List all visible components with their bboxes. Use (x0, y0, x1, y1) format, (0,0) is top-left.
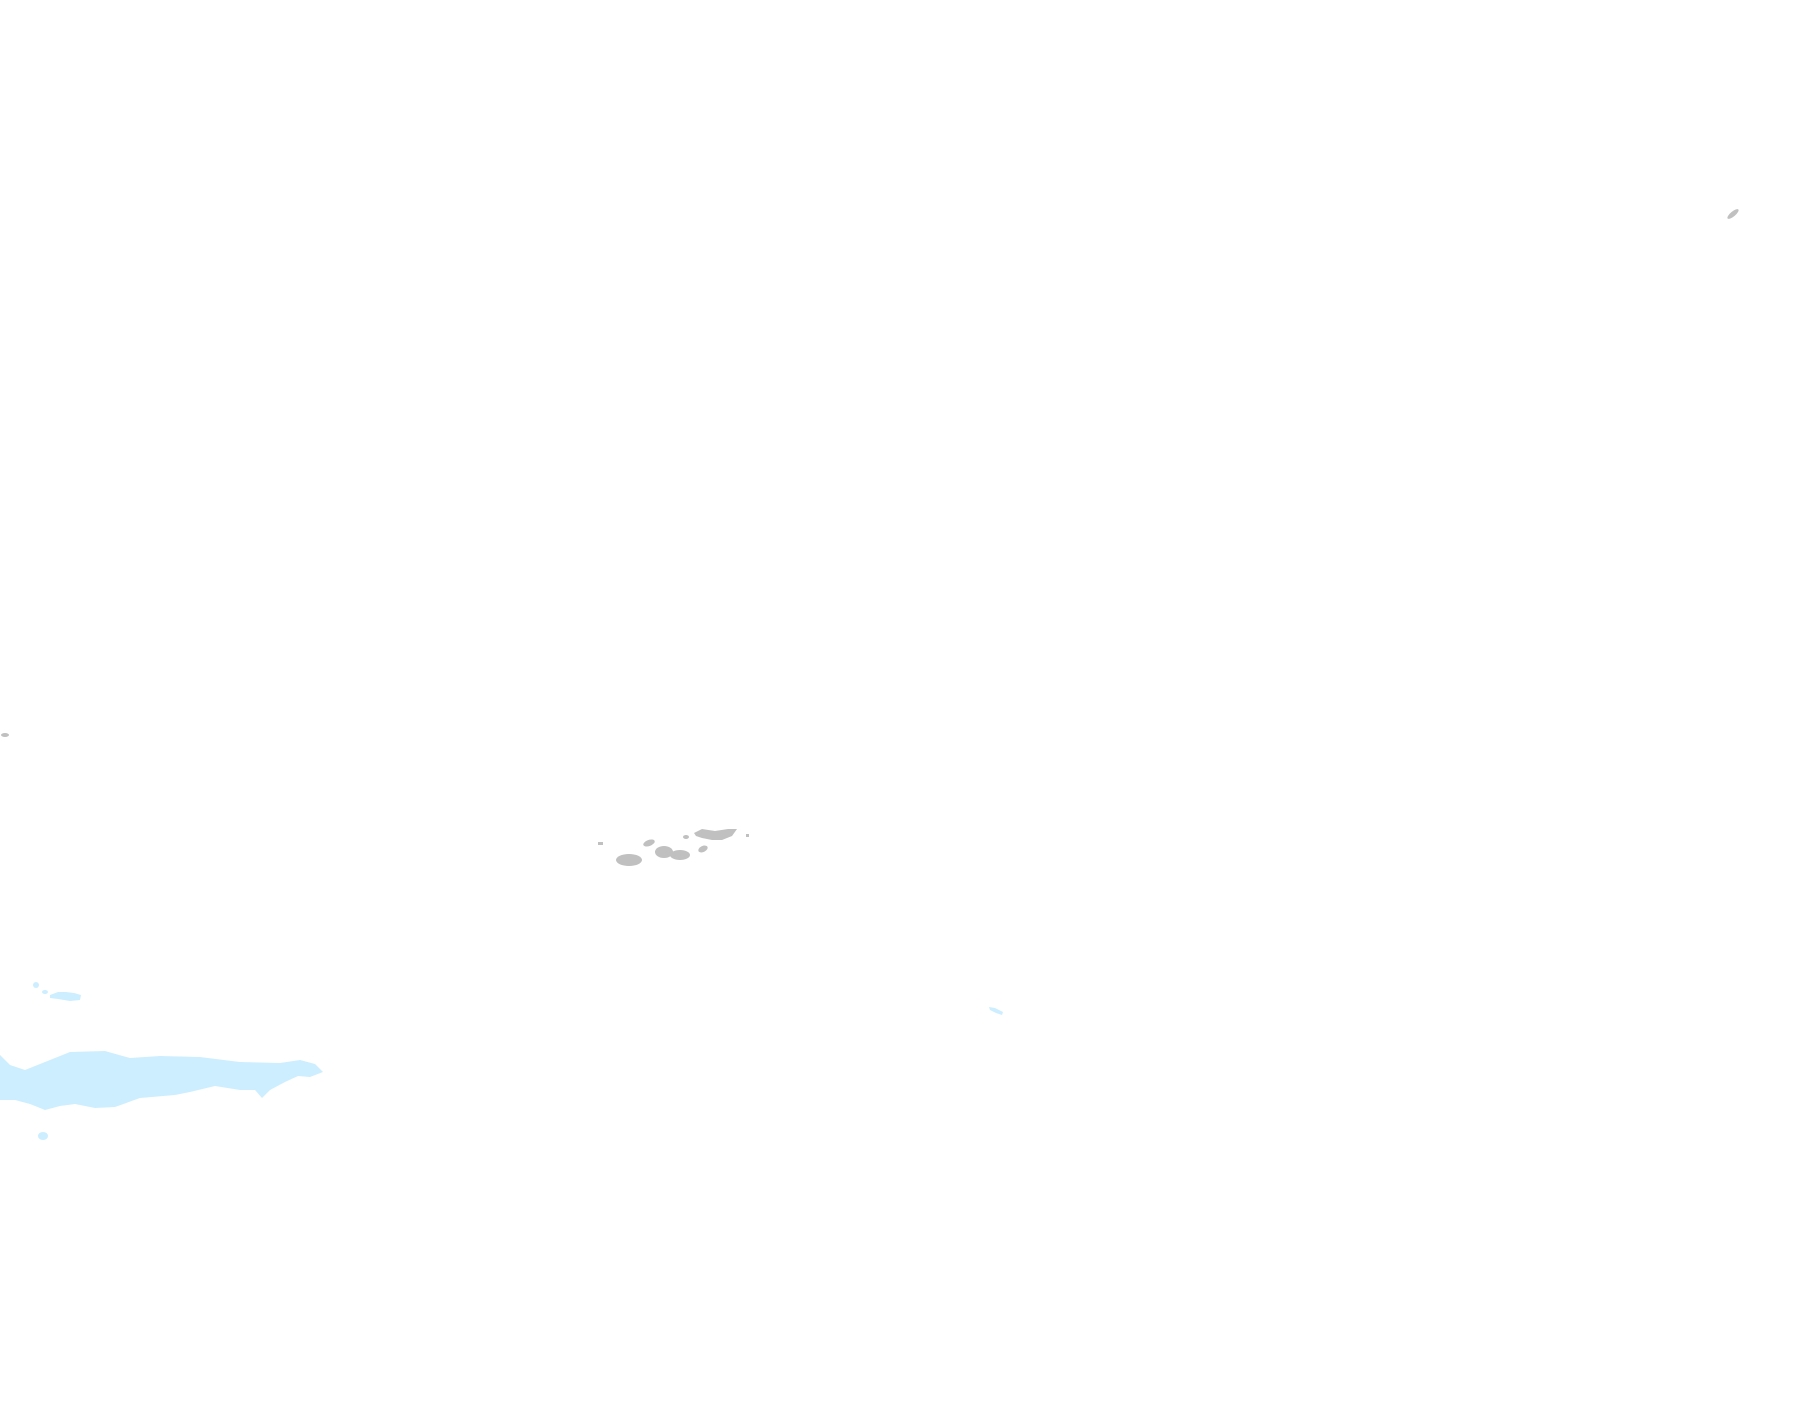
island (655, 846, 673, 858)
island (683, 835, 689, 839)
other-land (1, 209, 1739, 866)
islet (33, 982, 39, 988)
islet (598, 842, 603, 845)
islet-west (1, 733, 9, 737)
island (616, 854, 642, 866)
islet-east (989, 1007, 1003, 1015)
islet-south (38, 1132, 48, 1140)
main-island (0, 1051, 323, 1110)
small-island-north (50, 992, 81, 1001)
island (643, 839, 655, 847)
islet (42, 990, 48, 994)
island (670, 850, 690, 860)
islet (746, 834, 749, 837)
island (698, 845, 708, 853)
island-anegada (1727, 209, 1739, 219)
island-tortola (694, 829, 737, 840)
highlighted-region-land (0, 982, 1003, 1140)
